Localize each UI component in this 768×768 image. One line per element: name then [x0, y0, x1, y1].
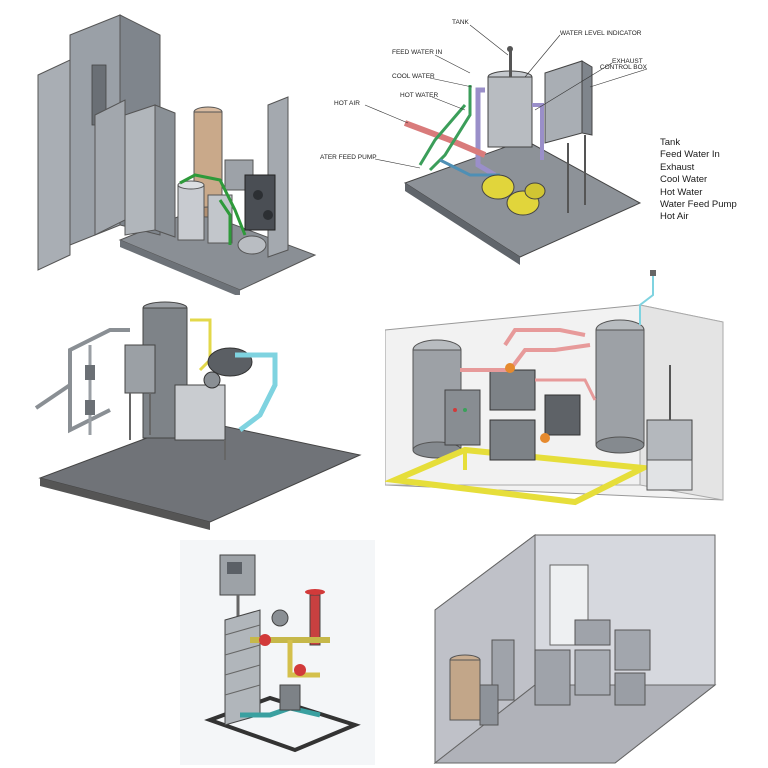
legend-list: Tank Feed Water In Exhaust Cool Water Ho… — [660, 137, 737, 224]
legend-item: Hot Air — [660, 211, 689, 223]
callout-control-box: CONTROL BOX — [600, 64, 648, 71]
panel-labeled-system: TANK FEED WATER IN WATER LEVEL INDICATOR… — [320, 15, 660, 265]
panel-enclosure-system — [30, 5, 320, 295]
legend-item: Feed Water In — [660, 149, 720, 161]
panel-room-twin-tanks — [385, 270, 725, 520]
callout-cool-water: COOL WATER — [392, 73, 435, 80]
legend-item: Exhaust — [660, 161, 695, 173]
panel-platform-tank-pump — [30, 290, 365, 530]
panel-transparent-room — [410, 525, 740, 768]
callout-water-level-indicator: WATER LEVEL INDICATOR — [560, 30, 642, 37]
callout-exhaust: EXHAUST — [612, 58, 643, 65]
callout-hot-water: HOT WATER — [400, 92, 438, 99]
panel-valve-assembly — [180, 540, 375, 765]
callout-hot-air: HOT AIR — [334, 100, 360, 107]
legend-item: Tank — [660, 137, 681, 148]
legend-item: Water Feed Pump — [660, 199, 737, 211]
callout-feed-water-in: FEED WATER IN — [392, 49, 443, 56]
callout-water-feed-pump: ATER FEED PUMP — [320, 154, 377, 161]
legend-item: Cool Water — [660, 174, 708, 186]
legend-item: Hot Water — [660, 186, 703, 198]
callout-tank: TANK — [452, 19, 470, 26]
